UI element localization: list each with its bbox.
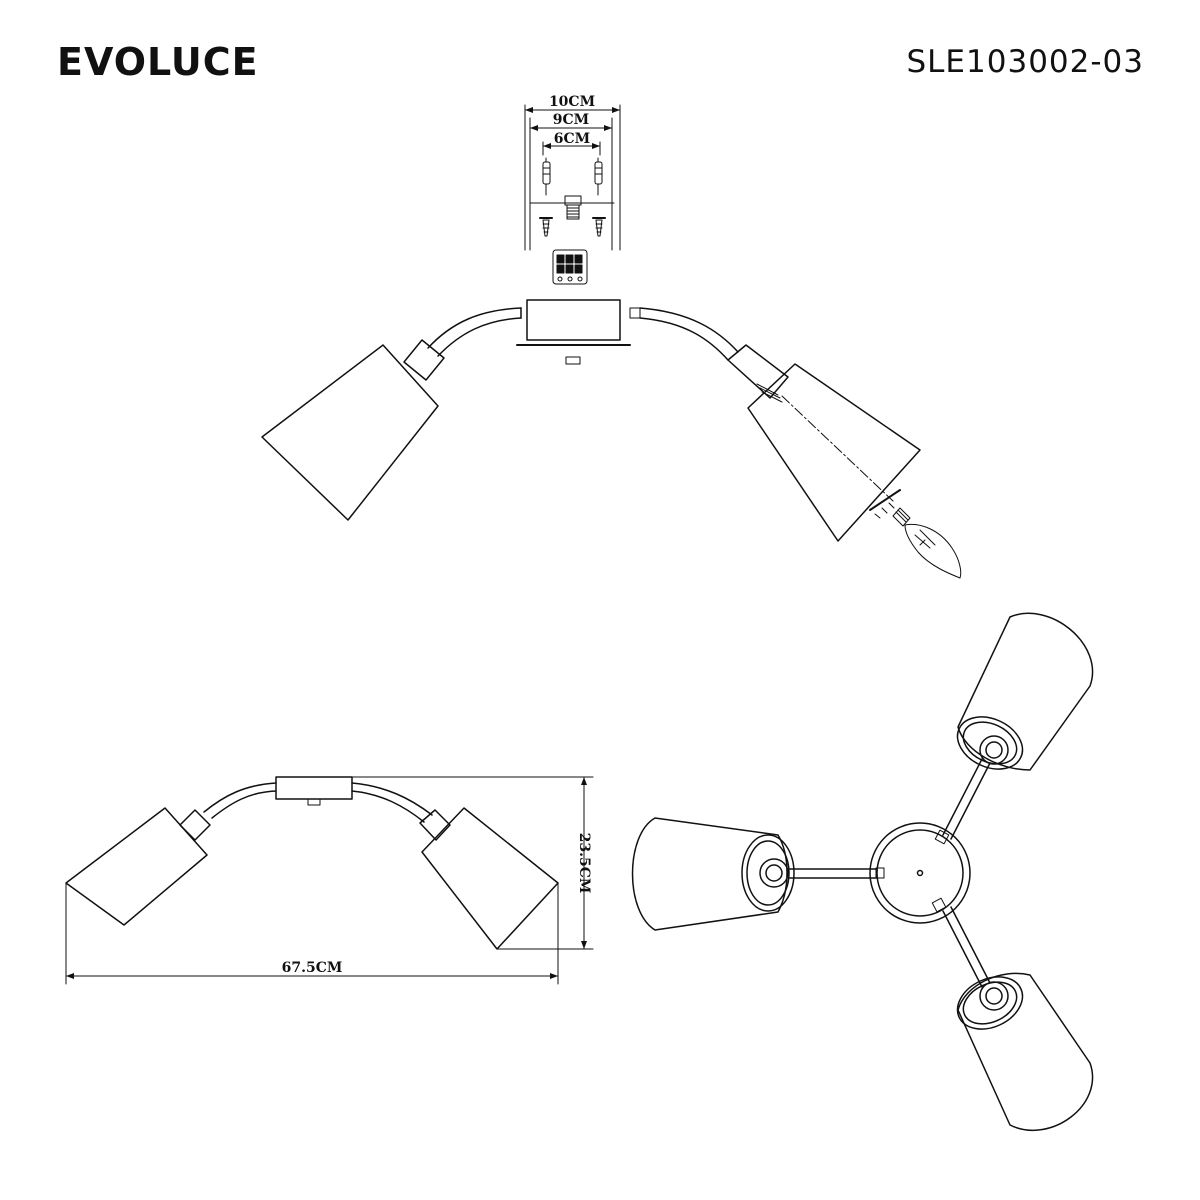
plan-canopy (869, 822, 971, 924)
candle-bulb (892, 507, 962, 579)
plan-shade-left (631, 817, 795, 931)
center-bolt (564, 195, 582, 220)
side-elevation-view: 23.5CM 67.5CM (65, 776, 594, 985)
total-width-dimension: 67.5CM (282, 960, 343, 976)
plan-shade-lower-right (956, 972, 1094, 1131)
canopy (526, 299, 621, 341)
shade-right (747, 363, 921, 542)
shade-left (261, 344, 439, 521)
elevation-shade-right (421, 807, 559, 950)
exploded-assembly-view (261, 299, 962, 579)
mounting-hardware-detail: 10CM 9CM 6CM (524, 94, 621, 285)
wall-anchor-right (594, 157, 603, 196)
screw-left (539, 217, 553, 237)
total-height-dimension: 23.5CM (576, 833, 592, 894)
screw-right (592, 217, 606, 237)
brand-logo: EVOLUCE (57, 40, 259, 84)
model-number: SLE103002-03 (906, 44, 1144, 80)
wall-anchor-left (542, 157, 551, 196)
plan-shade-upper-right (956, 612, 1094, 771)
elevation-shade-left (65, 807, 208, 926)
mount-outer-dimension: 10CM (549, 94, 595, 110)
terminal-block (552, 249, 588, 285)
mount-inner-dimension: 6CM (554, 131, 590, 147)
top-plan-view (631, 612, 1094, 1131)
mount-middle-dimension: 9CM (553, 112, 589, 128)
